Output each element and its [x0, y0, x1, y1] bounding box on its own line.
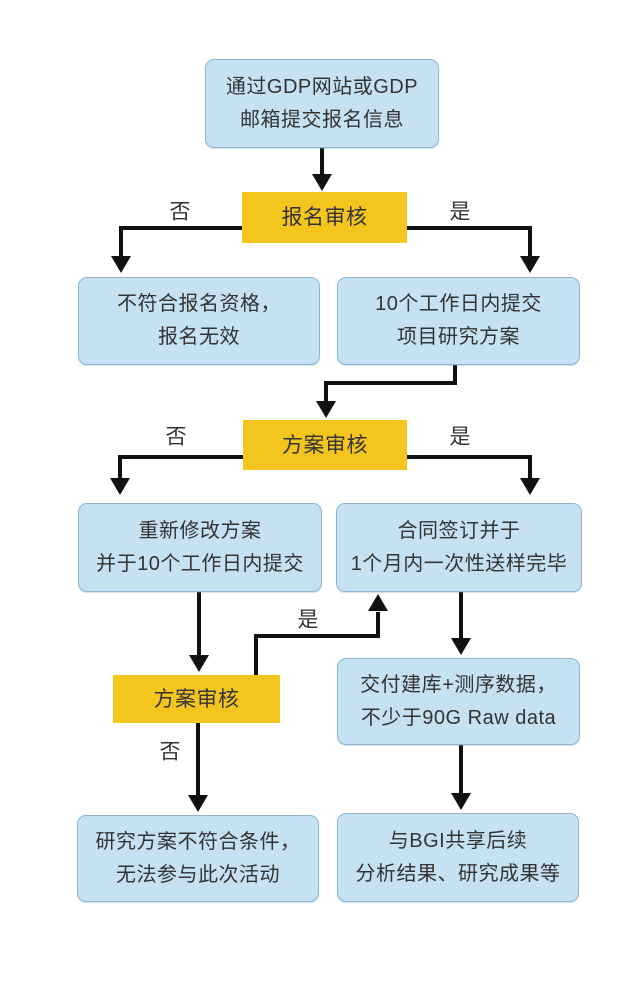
node-sign-contract: 合同签订并于 1个月内一次性送样完毕: [336, 503, 582, 592]
node-text-line: 10个工作日内提交: [375, 293, 542, 315]
node-text-line: 合同签订并于: [397, 519, 521, 542]
arrowhead-down-icon: [110, 478, 130, 495]
decision-label: 方案审核: [282, 433, 368, 457]
connector-proposal-review-yes: [406, 455, 532, 480]
node-text-line: 与BGI共享后续: [388, 829, 528, 852]
node-revise-proposal: 重新修改方案 并于10个工作日内提交: [78, 503, 322, 592]
node-text-line: 通过GDP网站或GDP: [225, 75, 419, 98]
node-submit-info: 通过GDP网站或GDP 邮箱提交报名信息: [205, 59, 439, 148]
node-proposal-rejected: 研究方案不符合条件， 无法参与此次活动: [77, 815, 319, 902]
node-text-line: 研究方案不符合条件，: [95, 830, 301, 853]
branch-label-yes: 是: [297, 608, 319, 632]
arrowhead-down-icon: [111, 256, 131, 273]
decision-label: 方案审核: [153, 687, 240, 711]
node-text-line: 交付建库+测序数据，: [360, 673, 557, 696]
arrowhead-down-icon: [520, 478, 540, 495]
decision-proposal-review: 方案审核: [243, 420, 407, 470]
connector-review2-yes: [254, 612, 380, 675]
node-text-line: 邮箱提交报名信息: [240, 108, 404, 131]
branch-label-no: 否: [159, 740, 181, 764]
arrowhead-up-icon: [368, 594, 388, 611]
node-share-results: 与BGI共享后续 分析结果、研究成果等: [337, 813, 579, 902]
node-not-eligible: 不符合报名资格， 报名无效: [78, 277, 320, 365]
connector-proposal-review-no: [118, 455, 243, 480]
arrowhead-down-icon: [188, 795, 208, 812]
arrowhead-down-icon: [312, 174, 332, 191]
node-text-line: 1个月内一次性送样完毕: [350, 552, 568, 575]
connector-reg-review-yes: [406, 226, 532, 258]
decision-proposal-review-2: 方案审核: [113, 675, 280, 723]
node-text-line: 报名无效: [158, 326, 240, 348]
arrowhead-down-icon: [316, 401, 336, 418]
connector-reg-review-no: [119, 226, 243, 258]
arrowhead-down-icon: [451, 793, 471, 810]
decision-label: 报名审核: [281, 206, 368, 229]
node-text-line: 并于10个工作日内提交: [96, 552, 304, 575]
node-text-line: 分析结果、研究成果等: [355, 862, 561, 885]
node-text-line: 项目研究方案: [397, 326, 520, 348]
branch-label-yes: 是: [449, 425, 471, 449]
node-deliver-data: 交付建库+测序数据， 不少于90G Raw data: [337, 658, 580, 745]
branch-label-no: 否: [165, 425, 187, 449]
node-text-line: 重新修改方案: [138, 519, 262, 542]
node-text-line: 不符合报名资格，: [117, 293, 281, 315]
connector-proposal-to-review: [324, 363, 457, 403]
branch-label-yes: 是: [449, 200, 471, 224]
arrowhead-down-icon: [520, 256, 540, 273]
node-submit-proposal: 10个工作日内提交 项目研究方案: [337, 277, 580, 365]
arrowhead-down-icon: [189, 655, 209, 672]
decision-registration-review: 报名审核: [242, 192, 407, 243]
node-text-line: 不少于90G Raw data: [360, 706, 557, 729]
node-text-line: 无法参与此次活动: [116, 863, 280, 886]
arrowhead-down-icon: [451, 638, 471, 655]
branch-label-no: 否: [169, 200, 191, 224]
